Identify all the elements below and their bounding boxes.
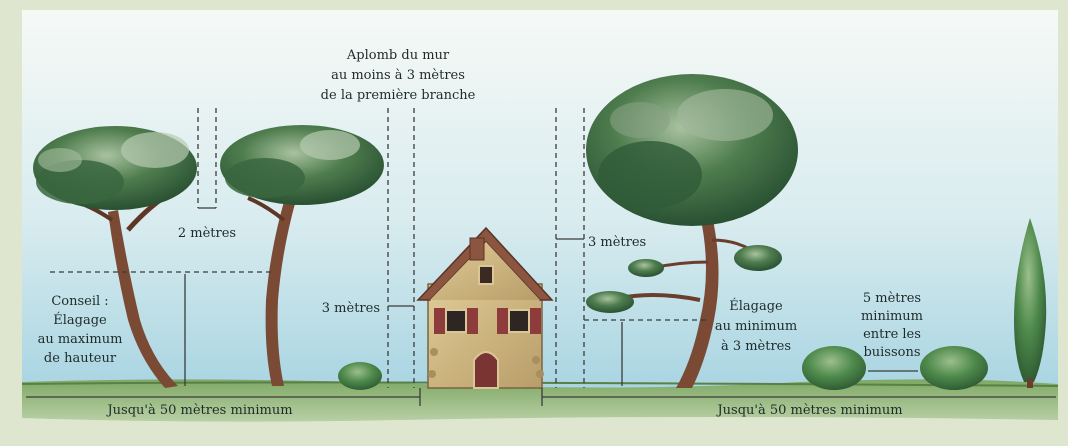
cypress-tree	[1014, 218, 1047, 388]
bushes-line1: 5 mètres	[863, 291, 921, 306]
advice-line1: Conseil :	[51, 294, 108, 309]
right-three-meters-label: 3 mètres	[588, 235, 646, 250]
two-meters-label: 2 mètres	[178, 226, 236, 241]
pruning-line2: au minimum	[715, 319, 797, 334]
pruning-line3: à 3 mètres	[721, 339, 791, 354]
bush-right	[920, 346, 988, 390]
advice-line4: de hauteur	[44, 351, 117, 366]
advice-line2: Élagage	[53, 312, 107, 328]
labels: Aplomb du mur au moins à 3 mètres de la …	[38, 48, 923, 418]
ground	[22, 379, 1058, 422]
wall-label-line2: au moins à 3 mètres	[331, 68, 465, 83]
bushes-line4: buissons	[863, 345, 920, 360]
distance-left-label: Jusqu'à 50 mètres minimum	[105, 403, 292, 418]
pine-tree-center-left	[220, 125, 384, 386]
wall-label-line3: de la première branche	[321, 88, 476, 103]
guide-lines	[26, 108, 1056, 406]
small-bush	[338, 362, 382, 390]
large-tree-right	[586, 74, 798, 388]
wall-label-line1: Aplomb du mur	[346, 48, 450, 63]
bushes-line2: minimum	[861, 309, 923, 324]
pine-tree-left	[33, 126, 197, 388]
distance-right-label: Jusqu'à 50 mètres minimum	[715, 403, 902, 418]
pruning-line1: Élagage	[729, 298, 783, 314]
bush-left	[802, 346, 866, 390]
advice-line3: au maximum	[38, 332, 123, 347]
house-three-meters-label: 3 mètres	[322, 301, 380, 316]
house	[416, 226, 554, 389]
bushes-line3: entre les	[863, 327, 921, 342]
